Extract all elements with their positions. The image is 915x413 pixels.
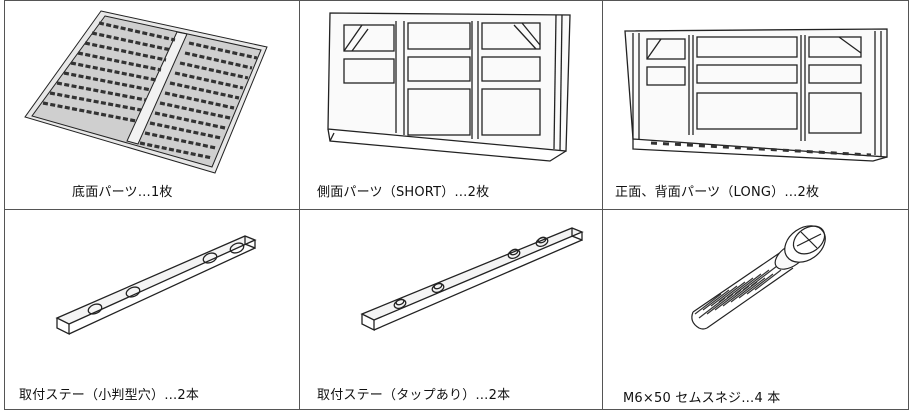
part-label: 取付ステー（小判型穴）…2本 (19, 388, 200, 403)
part-cell-stay-bracket-tapped: 取付ステー（タップあり）…2本 (300, 210, 602, 409)
stay-bracket-tapped-icon (360, 227, 584, 332)
part-label: 正面、背面パーツ（LONG）…2枚 (615, 185, 820, 200)
side-panel-short-icon (327, 12, 571, 162)
front-back-panel-long-icon (624, 28, 888, 162)
grid-divider-vertical-2 (602, 1, 603, 409)
grid-divider-vertical-1 (299, 1, 300, 409)
part-label: 底面パーツ…1枚 (72, 185, 173, 200)
part-cell-sems-screw: M6×50 セムスネジ…4 本 (603, 210, 908, 409)
part-label: M6×50 セムスネジ…4 本 (623, 391, 781, 406)
part-cell-side-panel-short: 側面パーツ（SHORT）…2枚 (300, 1, 602, 209)
parts-grid: 底面パーツ…1枚 (4, 0, 909, 410)
grid-divider-horizontal (5, 209, 908, 210)
part-cell-bottom-panel: 底面パーツ…1枚 (5, 1, 299, 209)
part-cell-stay-bracket-oval: 取付ステー（小判型穴）…2本 (5, 210, 299, 409)
part-cell-front-back-panel-long: 正面、背面パーツ（LONG）…2枚 (603, 1, 908, 209)
bottom-panel-grid-icon (24, 10, 268, 174)
part-label: 側面パーツ（SHORT）…2枚 (317, 185, 490, 200)
sems-screw-icon (691, 225, 826, 330)
part-label: 取付ステー（タップあり）…2本 (317, 388, 511, 403)
stay-bracket-oval-holes-icon (55, 235, 257, 336)
